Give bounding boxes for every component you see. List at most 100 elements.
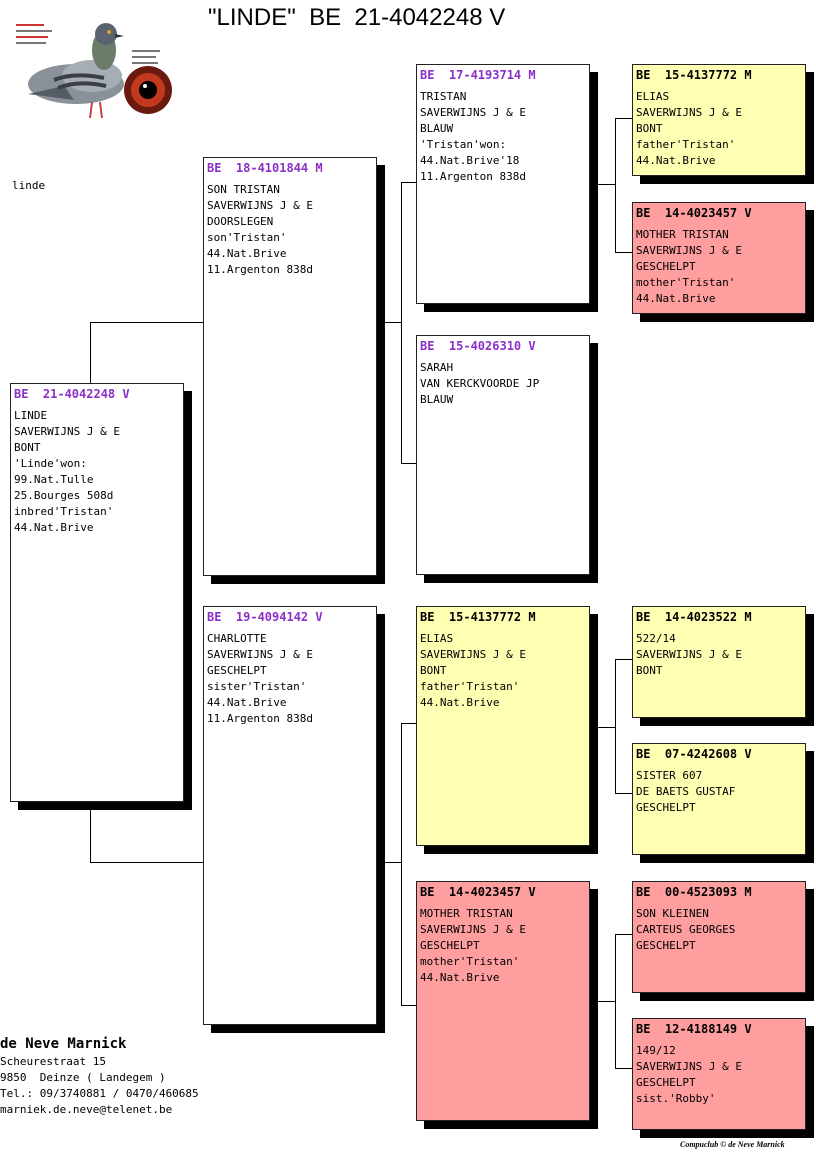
owner-phone: Tel.: 09/3740881 / 0470/460685 (0, 1087, 199, 1100)
pigeon-illustration (16, 23, 172, 119)
connector (401, 463, 417, 464)
pedigree-line: BONT (636, 122, 663, 135)
connector (615, 659, 633, 660)
pedigree-line: son'Tristan' (207, 231, 287, 244)
ring-number: BE 15-4026310 V (420, 339, 536, 353)
pedigree-line: SAVERWIJNS J & E (420, 923, 526, 936)
pedigree-line: SAVERWIJNS J & E (636, 648, 742, 661)
pedigree-line: SAVERWIJNS J & E (636, 1060, 742, 1073)
ring-number: BE 19-4094142 V (207, 610, 323, 624)
pedigree-card-sire[interactable]: BE 18-4101844 M SON TRISTAN SAVERWIJNS J &… (203, 157, 377, 576)
pedigree-card-ssd[interactable]: BE 14-4023457 V MOTHER TRISTAN SAVERWIJNS … (632, 202, 806, 314)
ring-number: BE 18-4101844 M (207, 161, 323, 175)
connector (615, 118, 616, 253)
ring-number: BE 07-4242608 V (636, 747, 752, 761)
pedigree-line: SISTER 607 (636, 769, 703, 782)
pedigree-line: MOTHER TRISTAN (420, 907, 513, 920)
pedigree-line: BONT (636, 664, 663, 677)
pedigree-line: SAVERWIJNS J & E (420, 648, 526, 661)
connector (615, 252, 633, 253)
connector (384, 322, 402, 323)
pedigree-line: 'Tristan'won: (420, 138, 507, 151)
connector (598, 1001, 616, 1002)
connector (90, 862, 204, 863)
page-title: "LINDE" BE 21-4042248 V (208, 4, 506, 31)
connector (615, 118, 633, 119)
pedigree-line: 44.Nat.Brive (420, 696, 500, 709)
pedigree-line: ELIAS (420, 632, 454, 645)
ring-number: BE 14-4023522 M (636, 610, 752, 624)
pedigree-line: 44.Nat.Brive'18 (420, 154, 520, 167)
pedigree-card-dam[interactable]: BE 19-4094142 V CHARLOTTE SAVERWIJNS J & E… (203, 606, 377, 1025)
pedigree-line: 11.Argenton 838d (207, 263, 313, 276)
pedigree-card-dds[interactable]: BE 00-4523093 M SON KLEINEN CARTEUS GEORGE… (632, 881, 806, 993)
pedigree-line: 44.Nat.Brive (420, 971, 500, 984)
pedigree-line: father'Tristan' (636, 138, 736, 151)
pedigree-line: BLAUW (420, 393, 454, 406)
pedigree-line: 11.Argenton 838d (420, 170, 526, 183)
pedigree-line: ELIAS (636, 90, 670, 103)
owner-block: de Neve Marnick Scheurestraat 15 9850 De… (0, 1034, 199, 1118)
pedigree-line: TRISTAN (420, 90, 467, 103)
owner-email: marniek.de.neve@telenet.be (0, 1103, 173, 1116)
ring-number: BE 14-4023457 V (636, 206, 752, 220)
pedigree-line: SON TRISTAN (207, 183, 280, 196)
pedigree-line: BONT (14, 441, 41, 454)
pedigree-line: 99.Nat.Tulle (14, 473, 94, 486)
pedigree-line: 44.Nat.Brive (207, 247, 287, 260)
pedigree-line: GESCHELPT (636, 1076, 696, 1089)
connector (401, 182, 417, 183)
pedigree-line: GESCHELPT (636, 939, 696, 952)
pedigree-line: CHARLOTTE (207, 632, 267, 645)
pedigree-line: 149/12 (636, 1044, 676, 1057)
pedigree-line: 'Linde'won: (14, 457, 87, 470)
ring-number: BE 15-4137772 M (420, 610, 536, 624)
pedigree-line: SAVERWIJNS J & E (207, 199, 313, 212)
connector (90, 810, 91, 863)
pedigree-line: SAVERWIJNS J & E (636, 244, 742, 257)
ring-number: BE 17-4193714 M (420, 68, 536, 82)
pedigree-card-dam-sire[interactable]: BE 15-4137772 M ELIAS SAVERWIJNS J & E BONT… (416, 606, 590, 846)
pedigree-line: BLAUW (420, 122, 454, 135)
connector (615, 934, 616, 1069)
pedigree-line: BONT (420, 664, 447, 677)
pedigree-line: SON KLEINEN (636, 907, 709, 920)
connector (401, 1005, 417, 1006)
ring-number: BE 00-4523093 M (636, 885, 752, 899)
ring-number: BE 12-4188149 V (636, 1022, 752, 1036)
pedigree-line: 11.Argenton 838d (207, 712, 313, 725)
pedigree-line: CARTEUS GEORGES (636, 923, 736, 936)
connector (90, 322, 204, 323)
pedigree-line: 522/14 (636, 632, 676, 645)
pedigree-line: 25.Bourges 508d (14, 489, 114, 502)
pedigree-line: GESCHELPT (636, 260, 696, 273)
connector (598, 184, 616, 185)
pedigree-line: MOTHER TRISTAN (636, 228, 729, 241)
footer-credit: Compuclub © de Neve Marnick (680, 1140, 785, 1149)
connector (615, 1068, 633, 1069)
pedigree-line: father'Tristan' (420, 680, 520, 693)
ring-number: BE 15-4137772 M (636, 68, 752, 82)
pedigree-line: sister'Tristan' (207, 680, 307, 693)
pedigree-line: DOORSLEGEN (207, 215, 274, 228)
connector (384, 862, 402, 863)
connector (401, 723, 417, 724)
pedigree-line: SAVERWIJNS J & E (14, 425, 120, 438)
pedigree-card-dsd[interactable]: BE 07-4242608 V SISTER 607 DE BAETS GUSTAF… (632, 743, 806, 855)
pedigree-line: LINDE (14, 409, 48, 422)
side-note: linde (12, 179, 46, 192)
pedigree-line: 44.Nat.Brive (636, 154, 716, 167)
pedigree-line: DE BAETS GUSTAF (636, 785, 736, 798)
connector (598, 727, 616, 728)
owner-street: Scheurestraat 15 (0, 1055, 106, 1068)
pedigree-line: SAVERWIJNS J & E (207, 648, 313, 661)
connector (615, 659, 616, 794)
pedigree-line: VAN KERCKVOORDE JP (420, 377, 540, 390)
